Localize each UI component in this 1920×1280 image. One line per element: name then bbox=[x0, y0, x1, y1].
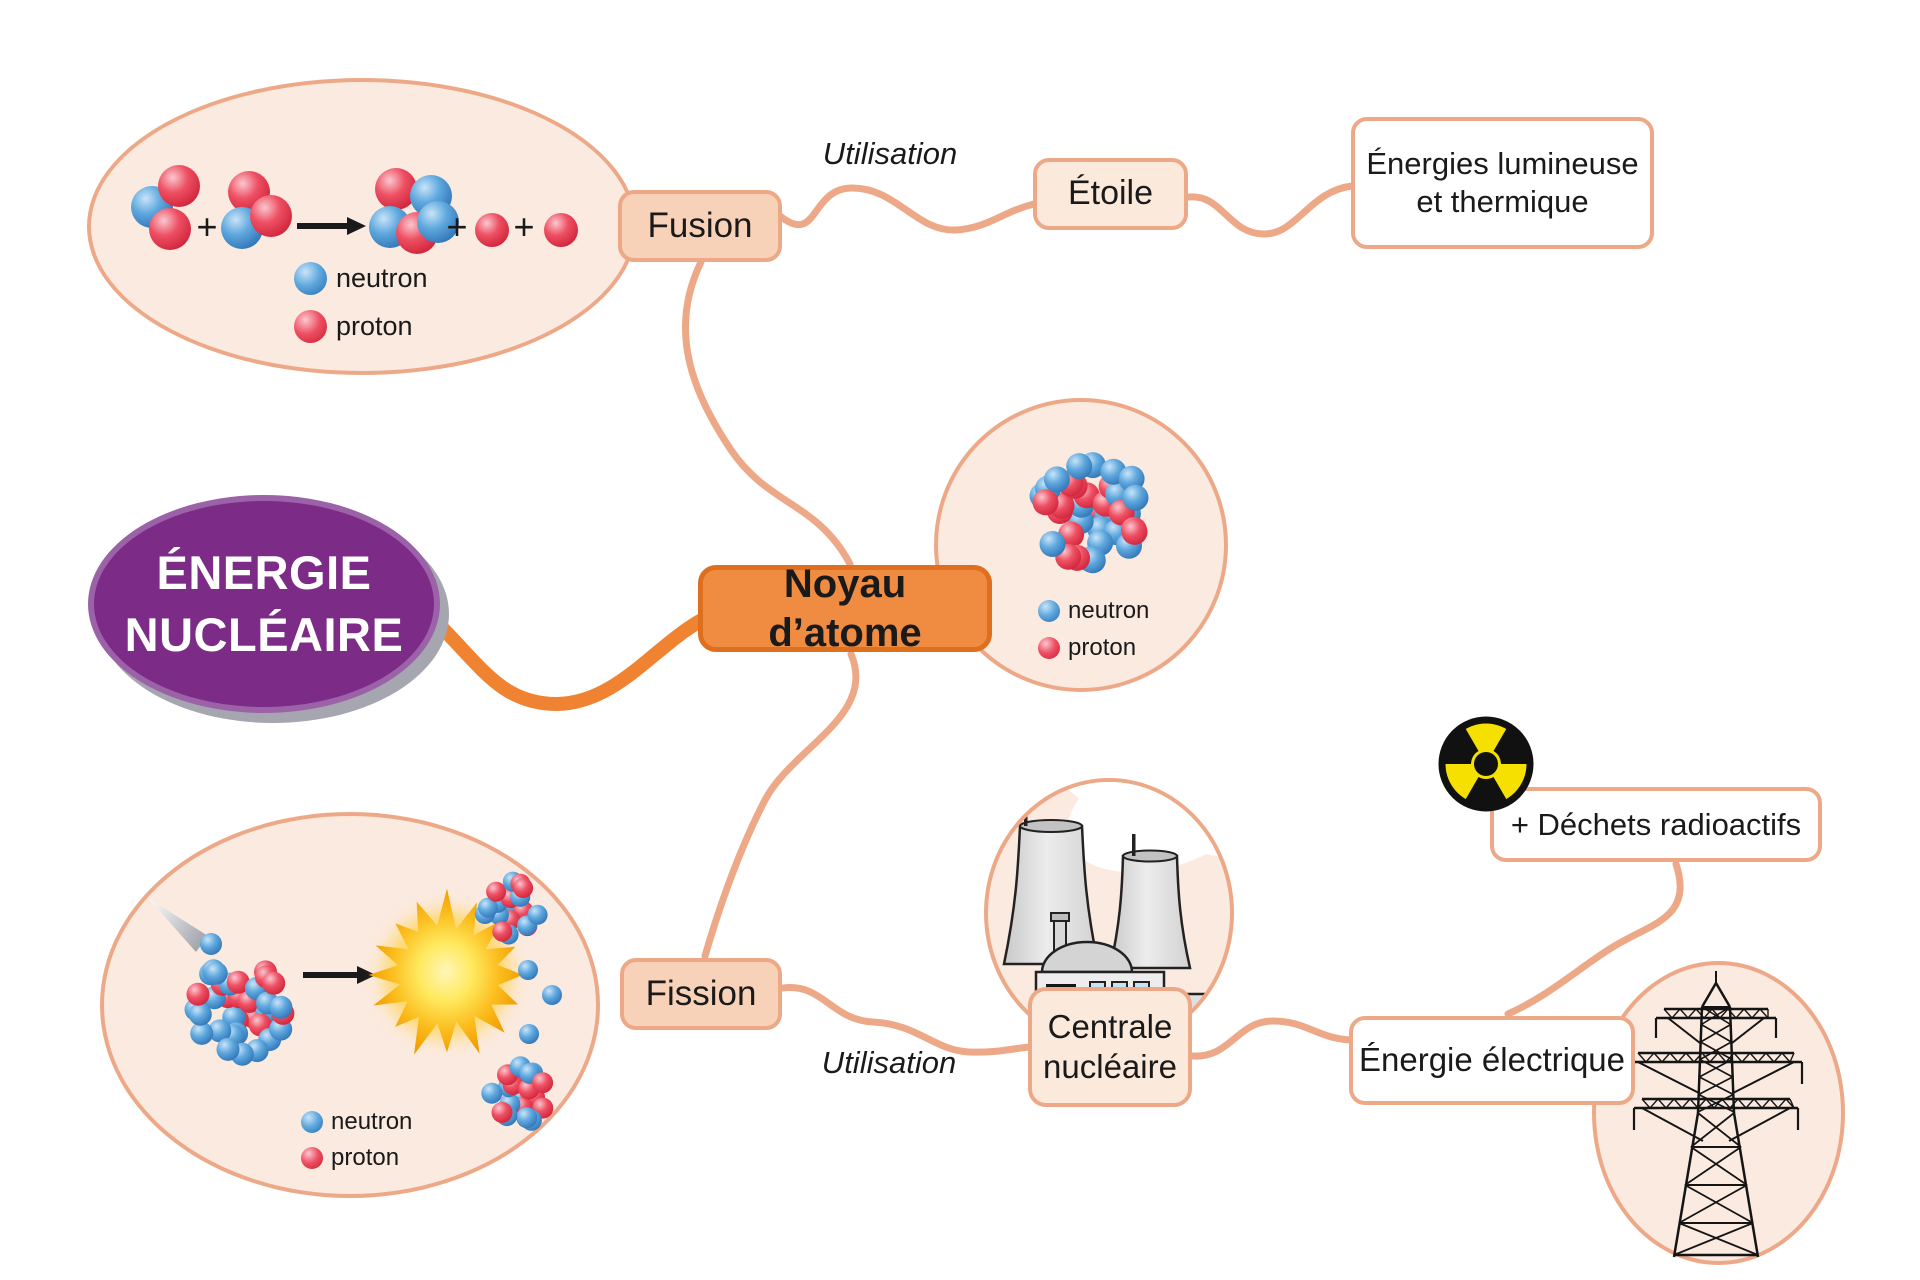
proton-ball-icon bbox=[1038, 637, 1060, 659]
plus-sign: + bbox=[446, 206, 468, 247]
node-fission: Fission bbox=[620, 958, 782, 1030]
proton-ball-icon bbox=[294, 310, 327, 343]
neutron-label: neutron bbox=[1068, 597, 1150, 624]
proton-label: proton bbox=[1068, 634, 1137, 661]
radioactive-icon bbox=[1438, 716, 1534, 812]
node-dechets-radioactifs: + Déchets radioactifs bbox=[1490, 787, 1822, 862]
node-fusion: Fusion bbox=[618, 190, 782, 262]
cloud-shape bbox=[1051, 782, 1230, 896]
node-energies-line1: Énergies lumineuse bbox=[1366, 146, 1639, 182]
proton-label: proton bbox=[331, 1144, 400, 1171]
root-title-line1: ÉNERGIE bbox=[156, 545, 372, 599]
root-title-line2: NUCLÉAIRE bbox=[124, 608, 404, 661]
neutron-label: neutron bbox=[331, 1108, 413, 1135]
fission-legend: neutron proton bbox=[301, 1108, 412, 1172]
node-fission-label: Fission bbox=[645, 973, 757, 1013]
node-energies-line2: et thermique bbox=[1416, 184, 1589, 219]
neutron-label: neutron bbox=[336, 263, 428, 293]
neutron-ball-icon bbox=[294, 262, 327, 295]
nucleus-legend: neutron proton bbox=[1038, 597, 1149, 662]
node-noyau-atome: Noyau d’atome bbox=[698, 562, 992, 655]
fusion-legend: neutron proton bbox=[294, 262, 428, 343]
root-topic-energie-nucleaire: ÉNERGIE NUCLÉAIRE bbox=[88, 495, 440, 713]
neutron-ball-icon bbox=[301, 1111, 323, 1133]
node-centrale-line2: nucléaire bbox=[1043, 1048, 1177, 1085]
node-etoile-label: Étoile bbox=[1067, 174, 1154, 213]
node-electrique-label: Énergie électrique bbox=[1359, 1041, 1625, 1079]
edge-label-utilisation-fusion: Utilisation bbox=[822, 136, 958, 171]
node-centrale-nucleaire: Centrale nucléaire bbox=[1028, 987, 1192, 1107]
plus-sign: + bbox=[513, 206, 535, 247]
node-energies-lumineuse-thermique: Énergies lumineuse et thermique bbox=[1351, 117, 1654, 249]
node-fusion-label: Fusion bbox=[647, 205, 753, 245]
plus-sign: + bbox=[196, 206, 218, 247]
proton-label: proton bbox=[336, 311, 413, 341]
edge-label-utilisation-fission: Utilisation bbox=[821, 1045, 957, 1080]
node-centrale-line1: Centrale bbox=[1047, 1007, 1173, 1045]
node-noyau-label: Noyau d’atome bbox=[768, 561, 922, 655]
node-etoile: Étoile bbox=[1033, 158, 1188, 230]
pylon-ellipse bbox=[1592, 961, 1845, 1265]
node-dechets-label: + Déchets radioactifs bbox=[1510, 806, 1802, 842]
node-energie-electrique: Énergie électrique bbox=[1349, 1016, 1635, 1105]
neutron-ball-icon bbox=[1038, 600, 1060, 622]
proton-ball-icon bbox=[301, 1147, 323, 1169]
